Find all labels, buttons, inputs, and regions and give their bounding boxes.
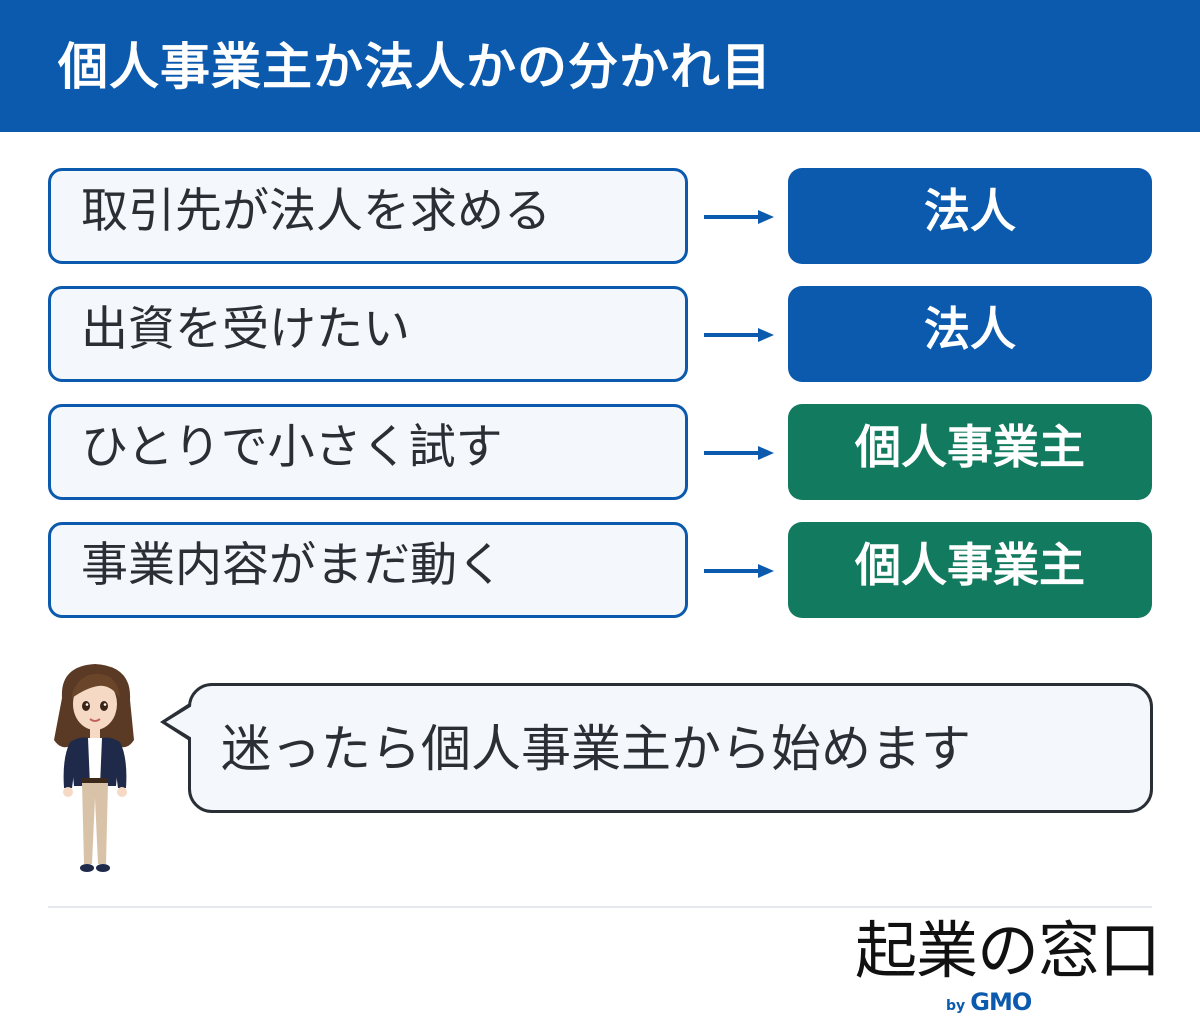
- condition-box: 取引先が法人を求める: [48, 168, 688, 264]
- condition-text: 事業内容がまだ動く: [81, 538, 504, 593]
- decision-row: 出資を受けたい 法人: [0, 286, 1200, 382]
- woman-character-illustration: [54, 664, 134, 872]
- condition-text: 取引先が法人を求める: [81, 184, 551, 239]
- condition-box: 出資を受けたい: [48, 286, 688, 382]
- result-text: 個人事業主: [855, 420, 1085, 474]
- result-text: 法人: [924, 302, 1016, 356]
- result-badge: 法人: [788, 286, 1152, 382]
- speech-bubble: 迷ったら個人事業主から始めます: [188, 683, 1153, 813]
- footer-divider: [48, 906, 1152, 908]
- page-title: 個人事業主か法人かの分かれ目: [58, 38, 772, 96]
- arrow-right-icon: [704, 446, 776, 460]
- result-badge: 個人事業主: [788, 522, 1152, 618]
- arrow-right-icon: [704, 210, 776, 224]
- logo-wordmark: 起業の窓口: [855, 914, 1161, 987]
- condition-text: 出資を受けたい: [81, 302, 410, 357]
- result-badge: 法人: [788, 168, 1152, 264]
- arrow-right-icon: [704, 564, 776, 578]
- arrow-right-icon: [704, 328, 776, 342]
- decision-row: 事業内容がまだ動く 個人事業主: [0, 522, 1200, 618]
- speech-text: 迷ったら個人事業主から始めます: [221, 720, 971, 778]
- condition-box: ひとりで小さく試す: [48, 404, 688, 500]
- decision-row: ひとりで小さく試す 個人事業主: [0, 404, 1200, 500]
- result-text: 法人: [924, 184, 1016, 238]
- decision-row: 取引先が法人を求める 法人: [0, 168, 1200, 264]
- result-badge: 個人事業主: [788, 404, 1152, 500]
- speech-bubble-tail-fill: [166, 706, 192, 738]
- condition-text: ひとりで小さく試す: [81, 420, 503, 475]
- condition-box: 事業内容がまだ動く: [48, 522, 688, 618]
- result-text: 個人事業主: [855, 538, 1085, 592]
- logo-byline: by GMO: [946, 988, 1032, 1016]
- logo-by-text: by: [946, 998, 966, 1014]
- logo-brand-text: GMO: [970, 988, 1032, 1016]
- header-banner: 個人事業主か法人かの分かれ目: [0, 0, 1200, 132]
